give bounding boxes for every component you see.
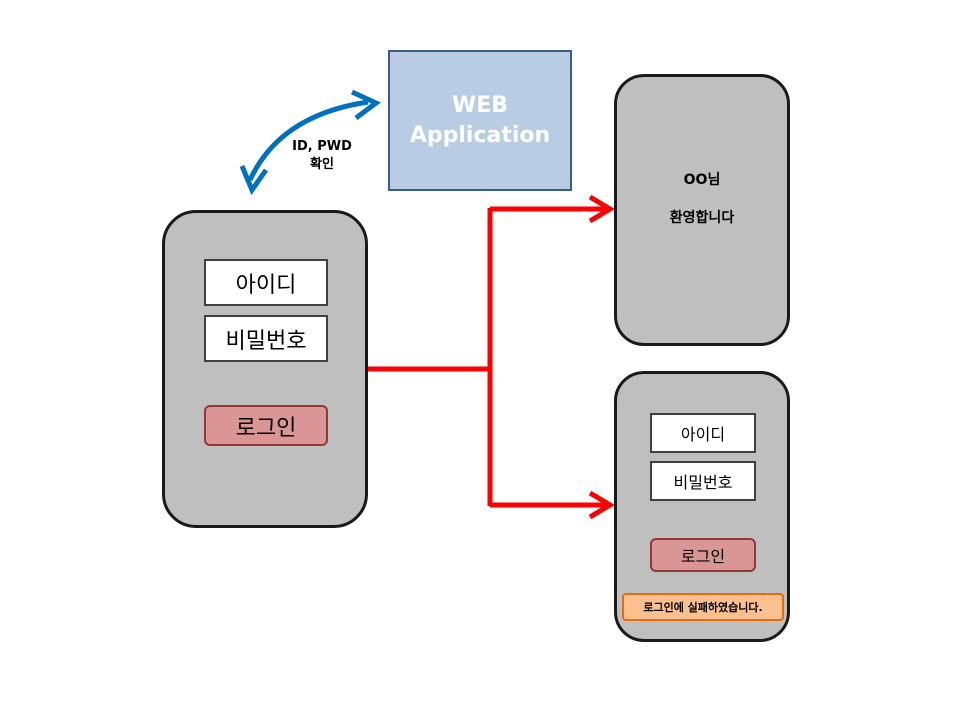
fail-password-input-field[interactable]: 비밀번호	[650, 461, 756, 501]
login-button[interactable]: 로그인	[204, 405, 328, 446]
verify-arrowhead-bottom	[239, 165, 269, 196]
fail-login-button[interactable]: 로그인	[650, 538, 756, 572]
verify-label-line1: ID, PWD	[292, 139, 352, 154]
login-error-message: 로그인에 실패하였습니다.	[622, 593, 784, 621]
web-app-line1: WEB	[451, 92, 509, 118]
login-screen-phone: 아이디 비밀번호 로그인	[162, 210, 368, 528]
web-app-line2: Application	[409, 122, 551, 148]
verify-label: ID, PWD 확인	[282, 138, 362, 174]
fail-screen-phone: 아이디 비밀번호 로그인 로그인에 실패하였습니다.	[614, 371, 790, 642]
password-input-field[interactable]: 비밀번호	[204, 315, 328, 362]
fail-id-input-field[interactable]: 아이디	[650, 413, 756, 453]
flow-success-arrowhead	[588, 194, 615, 224]
verify-label-line2: 확인	[310, 157, 334, 172]
id-input-field[interactable]: 아이디	[204, 259, 328, 306]
flow-fail-arrowhead	[588, 490, 615, 520]
welcome-message-text: 환영합니다	[669, 210, 735, 226]
welcome-user-text: OO님	[683, 172, 721, 188]
web-application-box: WEB Application	[388, 50, 572, 191]
success-screen-phone: OO님 환영합니다	[614, 74, 790, 346]
verify-arrowhead-top	[350, 89, 381, 120]
